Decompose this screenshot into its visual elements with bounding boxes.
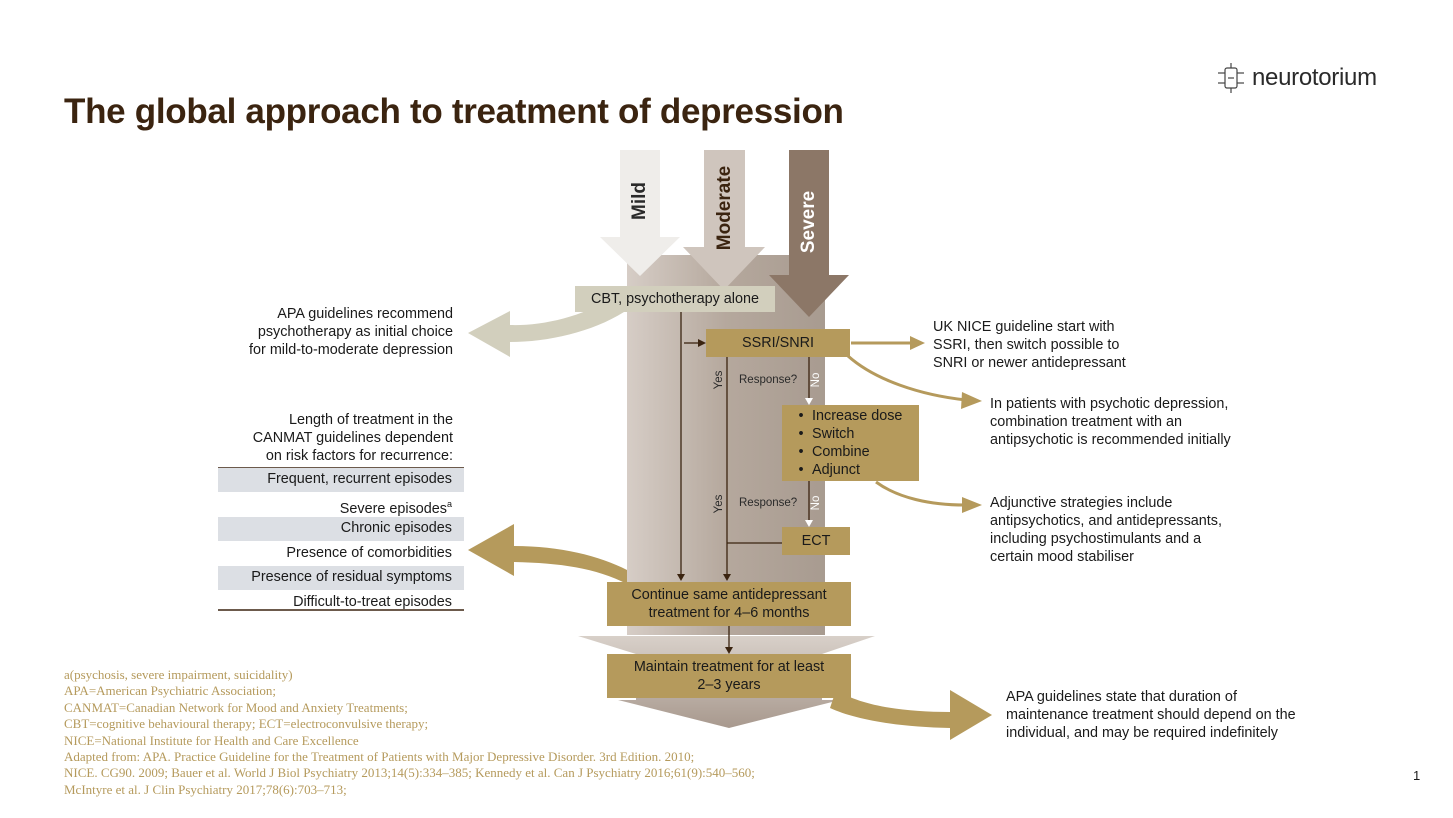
option-item: •Combine (798, 444, 870, 460)
psychotic-arrowhead (961, 392, 982, 409)
risk-row: Chronic episodes (218, 517, 464, 542)
risk-row: Presence of comorbidities (218, 542, 464, 566)
footnote-line: CBT=cognitive behavioural therapy; ECT=e… (64, 716, 429, 732)
apa-initial-note: APA guidelines recommend psychotherapy a… (249, 306, 453, 358)
apa-duration-note: APA guidelines state that duration of ma… (1006, 689, 1296, 741)
maintain-treatment-box: Maintain treatment for at least 2–3 year… (607, 654, 851, 698)
nice-arrowhead (910, 336, 925, 350)
response-label-1: Response? (739, 374, 798, 386)
option-item: •Switch (798, 426, 855, 442)
no-label-2: No (810, 495, 822, 511)
treatment-options-box: •Increase dose •Switch •Combine •Adjunct (782, 405, 919, 481)
canmat-arrow (468, 524, 627, 584)
neuron-logo-icon (1218, 63, 1244, 93)
nice-note: UK NICE guideline start with SSRI, then … (933, 319, 1126, 371)
yes-label-2: Yes (713, 494, 725, 514)
risk-row: Presence of residual symptoms (218, 566, 464, 591)
yes-label-1: Yes (713, 370, 725, 390)
risk-row: Difficult-to-treat episodes (218, 591, 464, 615)
psychotic-arrow-line (847, 354, 967, 402)
page-number: 1 (1413, 768, 1421, 783)
moderate-arrow (683, 150, 765, 290)
cbt-box: CBT, psychotherapy alone (575, 286, 775, 312)
risk-factor-table: Frequent, recurrent episodes Severe epis… (218, 468, 464, 615)
logo-text: neurotorium (1252, 64, 1377, 91)
moderate-label: Moderate (714, 165, 735, 251)
footnote-line: CANMAT=Canadian Network for Mood and Anx… (64, 699, 408, 715)
mild-label: Mild (629, 182, 650, 220)
footnote-line: a(psychosis, severe impairment, suicidal… (64, 667, 293, 682)
mild-arrow (600, 150, 680, 276)
response-label-2: Response? (739, 497, 798, 509)
ssri-snri-box: SSRI/SNRI (706, 329, 850, 357)
option-item: •Increase dose (798, 408, 903, 424)
psychotic-note: In patients with psychotic depression, c… (990, 396, 1231, 448)
ect-box: ECT (782, 527, 850, 555)
option-item: •Adjunct (798, 462, 860, 478)
severe-label: Severe (798, 190, 819, 254)
brand-logo: neurotorium (1216, 62, 1377, 94)
adjunctive-arrow-line (875, 480, 966, 507)
footnote-line: NICE. CG90. 2009; Bauer et al. World J B… (64, 765, 755, 781)
apa-duration-arrow (830, 690, 992, 740)
adjunctive-note: Adjunctive strategies include antipsycho… (990, 495, 1222, 565)
footnote-line: Adapted from: APA. Practice Guideline fo… (64, 749, 695, 765)
adjunctive-arrowhead (962, 497, 982, 513)
canmat-note: Length of treatment in the CANMAT guidel… (252, 412, 453, 464)
footnote-line: NICE=National Institute for Health and C… (64, 732, 359, 748)
continue-treatment-box: Continue same antidepressant treatment f… (607, 582, 851, 626)
risk-row: Severe episodesa (218, 493, 464, 517)
apa-initial-arrow (468, 297, 624, 357)
footnotes: a(psychosis, severe impairment, suicidal… (64, 667, 755, 798)
risk-row: Frequent, recurrent episodes (218, 468, 464, 493)
no-label-1: No (810, 372, 822, 388)
footnote-line: McIntyre et al. J Clin Psychiatry 2017;7… (64, 781, 347, 797)
severe-arrow (769, 150, 849, 317)
footnote-line: APA=American Psychiatric Association; (64, 683, 276, 699)
page-title: The global approach to treatment of depr… (64, 92, 844, 131)
